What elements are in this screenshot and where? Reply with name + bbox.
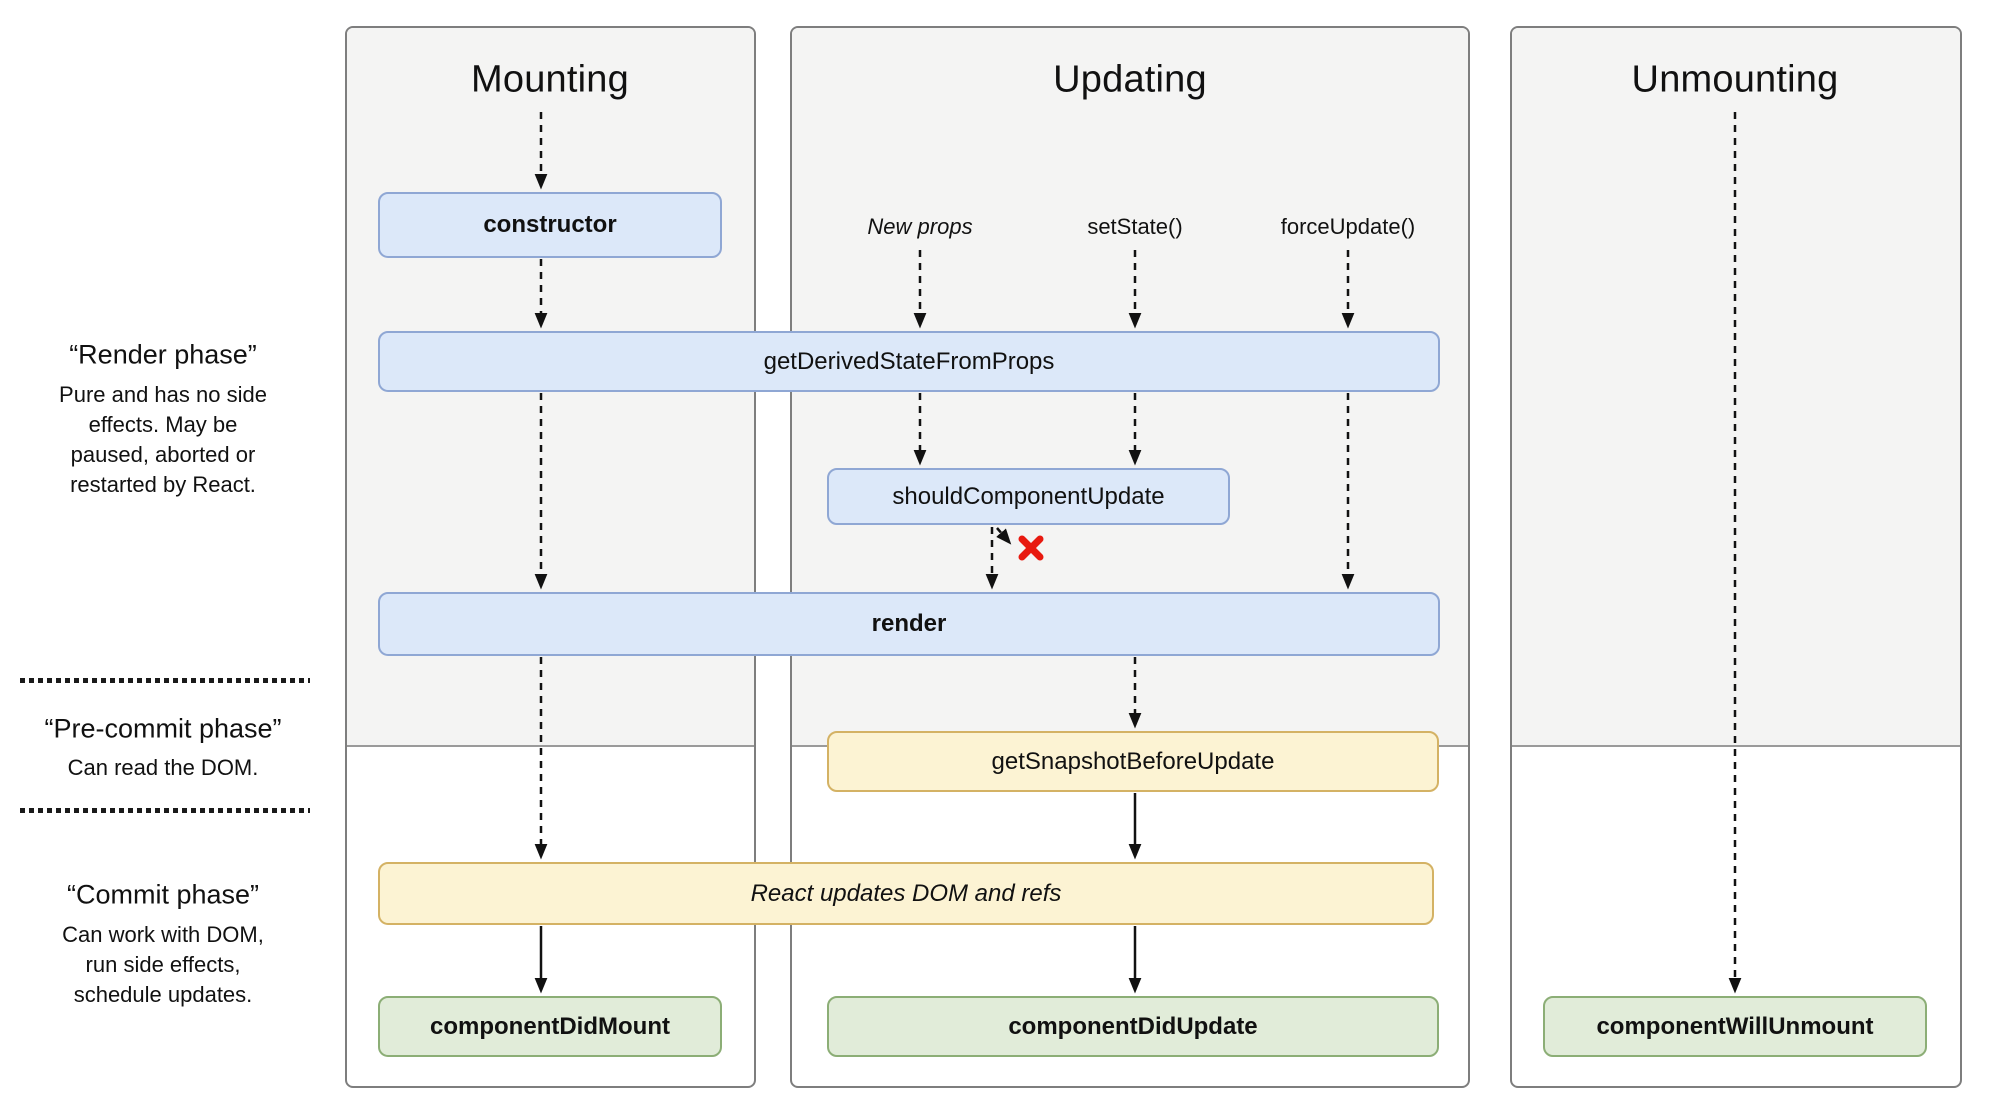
render-phase-title: “Render phase” (69, 339, 257, 370)
pre-commit-phase-desc-line: Can read the DOM. (67, 755, 259, 780)
trigger-force-update-label: forceUpdate() (1280, 214, 1416, 239)
commit-phase-desc-line: schedule updates. (73, 982, 253, 1007)
component-will-unmount-box: componentWillUnmount (1543, 996, 1927, 1057)
trigger-new-props-label: New props (867, 214, 973, 239)
updating-column-title: Updating (1053, 58, 1207, 101)
get-snapshot-before-update-box: getSnapshotBeforeUpdate (827, 731, 1439, 792)
render-phase-desc-line: restarted by React. (70, 472, 256, 497)
commit-phase-description: Can work with DOM, run side effects, sch… (62, 920, 264, 1010)
trigger-set-state-label: setState() (1087, 214, 1183, 239)
phase-separator-bottom (20, 808, 310, 813)
commit-phase-desc-line: Can work with DOM, (62, 922, 264, 947)
render-box: render (378, 592, 1440, 656)
commit-phase-title: “Commit phase” (66, 879, 260, 910)
phase-separator-top (20, 678, 310, 683)
skip-update-x-icon (1018, 535, 1044, 561)
component-did-mount-box: componentDidMount (378, 996, 722, 1057)
constructor-box: constructor (378, 192, 722, 258)
pre-commit-phase-title: “Pre-commit phase” (44, 713, 282, 744)
should-component-update-box: shouldComponentUpdate (827, 468, 1230, 525)
unmounting-column-title: Unmounting (1631, 58, 1839, 101)
get-derived-state-from-props-box: getDerivedStateFromProps (378, 331, 1440, 392)
render-phase-desc-line: paused, aborted or (70, 442, 256, 467)
component-did-update-box: componentDidUpdate (827, 996, 1439, 1057)
render-phase-description: Pure and has no side effects. May be pau… (59, 380, 267, 500)
pre-commit-phase-description: Can read the DOM. (68, 753, 259, 783)
render-phase-desc-line: effects. May be (88, 412, 238, 437)
commit-phase-desc-line: run side effects, (85, 952, 241, 977)
mounting-column-title: Mounting (471, 58, 629, 101)
react-updates-dom-box: React updates DOM and refs (378, 862, 1434, 925)
render-phase-desc-line: Pure and has no side (59, 382, 267, 407)
arrow-shouldcomponentupdate-skip-branch (996, 527, 1012, 545)
